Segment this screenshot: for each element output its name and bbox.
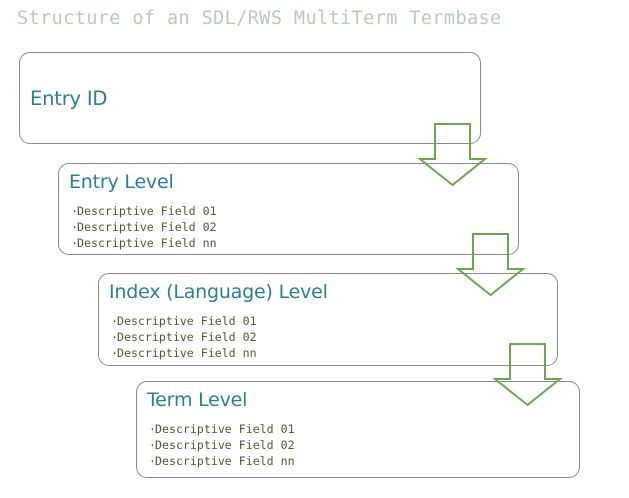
bullet-icon: · [111, 330, 118, 344]
level-heading-index: Index (Language) Level [109, 281, 328, 303]
list-item: ·Descriptive Field 01 [149, 421, 295, 437]
bullet-icon: · [149, 422, 156, 436]
bullet-icon: · [71, 236, 78, 250]
list-item: ·Descriptive Field nn [111, 345, 257, 361]
bullet-icon: · [149, 454, 156, 468]
bullet-icon: · [71, 220, 78, 234]
field-label: Descriptive Field 02 [117, 330, 257, 344]
field-label: Descriptive Field 01 [117, 314, 257, 328]
list-item: ·Descriptive Field nn [71, 235, 217, 251]
level-box-index: Index (Language) Level ·Descriptive Fiel… [98, 273, 558, 366]
bullet-icon: · [111, 314, 118, 328]
field-label: Descriptive Field nn [117, 346, 257, 360]
field-label: Descriptive Field nn [155, 454, 295, 468]
level-box-term: Term Level ·Descriptive Field 01 ·Descri… [136, 381, 580, 478]
list-item: ·Descriptive Field 02 [111, 329, 257, 345]
level-heading-term: Term Level [147, 389, 248, 411]
field-label: Descriptive Field 01 [77, 204, 217, 218]
bullet-icon: · [71, 204, 78, 218]
level-box-entry: Entry Level ·Descriptive Field 01 ·Descr… [58, 163, 519, 255]
list-item: ·Descriptive Field nn [149, 453, 295, 469]
level-heading-entry: Entry Level [69, 171, 174, 193]
field-list-term: ·Descriptive Field 01 ·Descriptive Field… [149, 421, 295, 469]
level-heading-entry-id: Entry ID [30, 87, 108, 110]
field-label: Descriptive Field nn [77, 236, 217, 250]
level-box-entry-id: Entry ID [19, 52, 481, 144]
list-item: ·Descriptive Field 01 [71, 203, 217, 219]
field-label: Descriptive Field 02 [77, 220, 217, 234]
list-item: ·Descriptive Field 02 [71, 219, 217, 235]
bullet-icon: · [149, 438, 156, 452]
flow-arrow-down-icon [455, 233, 526, 297]
list-item: ·Descriptive Field 01 [111, 313, 257, 329]
flow-arrow-down-icon [417, 123, 488, 187]
bullet-icon: · [111, 346, 118, 360]
field-list-entry: ·Descriptive Field 01 ·Descriptive Field… [71, 203, 217, 251]
field-label: Descriptive Field 02 [155, 438, 295, 452]
field-label: Descriptive Field 01 [155, 422, 295, 436]
list-item: ·Descriptive Field 02 [149, 437, 295, 453]
field-list-index: ·Descriptive Field 01 ·Descriptive Field… [111, 313, 257, 361]
page-title: Structure of an SDL/RWS MultiTerm Termba… [17, 8, 502, 29]
flow-arrow-down-icon [492, 343, 563, 407]
